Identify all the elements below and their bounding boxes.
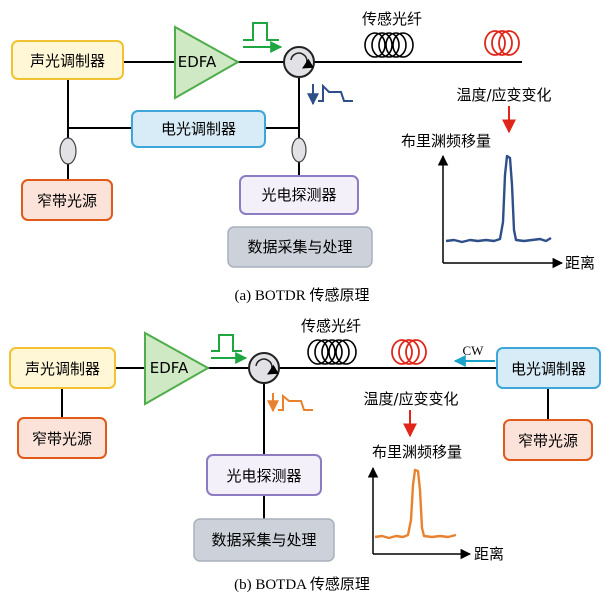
strain-spot-coil-a	[484, 30, 520, 56]
electro-optic-modulator-a: 电光调制器	[131, 110, 266, 148]
narrow-source-a: 窄带光源	[21, 179, 113, 221]
circulator-a	[283, 46, 315, 78]
sensing-fiber-coil-a	[364, 32, 414, 58]
brillouin-curve-b	[374, 468, 457, 540]
circulator-b	[248, 352, 280, 384]
brillouin-shift-a-label: 布里渊频移量	[401, 132, 491, 150]
data-acquisition-a-label: 数据采集与处理	[247, 238, 352, 256]
panel-a-lines	[67, 61, 522, 180]
photodetector-b: 光电探测器	[206, 454, 322, 496]
caption-b: (b) BOTDA 传感原理	[234, 576, 370, 593]
edfa-a-label: EDFA	[178, 53, 217, 71]
narrow-source-b-right: 窄带光源	[503, 419, 593, 461]
data-acquisition-a: 数据采集与处理	[227, 226, 373, 268]
data-acquisition-b: 数据采集与处理	[193, 518, 335, 562]
panel-b: 声光调制器 EDFA 传感光纤	[9, 317, 601, 593]
panel-b-lines	[61, 367, 549, 519]
acousto-optic-modulator-a-label: 声光调制器	[30, 52, 105, 70]
acousto-optic-modulator-b-label: 声光调制器	[25, 360, 100, 378]
edfa-b: EDFA	[144, 331, 211, 406]
narrow-source-b-left-label: 窄带光源	[32, 430, 92, 448]
sensing-fiber-a-label: 传感光纤	[362, 10, 422, 28]
brillouin-curve-a	[445, 154, 552, 244]
edfa-a: EDFA	[174, 25, 241, 100]
distance-b-label: 距离	[474, 545, 504, 563]
acousto-optic-modulator-a: 声光调制器	[11, 40, 124, 80]
photodetector-a-label: 光电探测器	[261, 186, 336, 204]
cw-label: CW	[463, 343, 485, 358]
coupler-a-left	[59, 137, 77, 165]
narrow-source-b-right-label: 窄带光源	[518, 432, 578, 450]
distance-a-label: 距离	[565, 254, 595, 272]
edfa-b-label: EDFA	[150, 359, 189, 377]
acousto-optic-modulator-b: 声光调制器	[9, 347, 116, 389]
temp-strain-b-label: 温度/应变变化	[363, 390, 458, 408]
brillouin-shift-b-label: 布里渊频移量	[372, 443, 462, 461]
data-acquisition-b-label: 数据采集与处理	[211, 531, 316, 549]
panel-a: 声光调制器 EDFA 传感光纤	[11, 10, 595, 304]
electro-optic-modulator-b: 电光调制器	[496, 347, 601, 389]
backscatter-trace-b	[267, 393, 313, 413]
probe-pulse-a	[243, 22, 283, 53]
narrow-source-b-left: 窄带光源	[17, 417, 107, 459]
strain-spot-coil-b	[391, 339, 427, 365]
probe-pulse-b	[211, 334, 248, 364]
temp-strain-a-label: 温度/应变变化	[456, 86, 551, 104]
inset-plot-a: 布里渊频移量 距离	[401, 132, 595, 272]
coupler-a-right	[291, 137, 307, 163]
photodetector-a: 光电探测器	[239, 175, 359, 215]
caption-a: (a) BOTDR 传感原理	[235, 287, 370, 304]
electro-optic-modulator-b-label: 电光调制器	[511, 360, 586, 378]
inset-plot-b: 布里渊频移量 距离	[367, 443, 504, 563]
backscatter-trace-a	[307, 83, 353, 106]
sensing-fiber-coil-b	[307, 339, 357, 365]
narrow-source-a-label: 窄带光源	[37, 192, 97, 210]
sensing-fiber-b-label: 传感光纤	[301, 317, 361, 335]
photodetector-b-label: 光电探测器	[226, 467, 301, 485]
electro-optic-modulator-a-label: 电光调制器	[161, 120, 236, 138]
